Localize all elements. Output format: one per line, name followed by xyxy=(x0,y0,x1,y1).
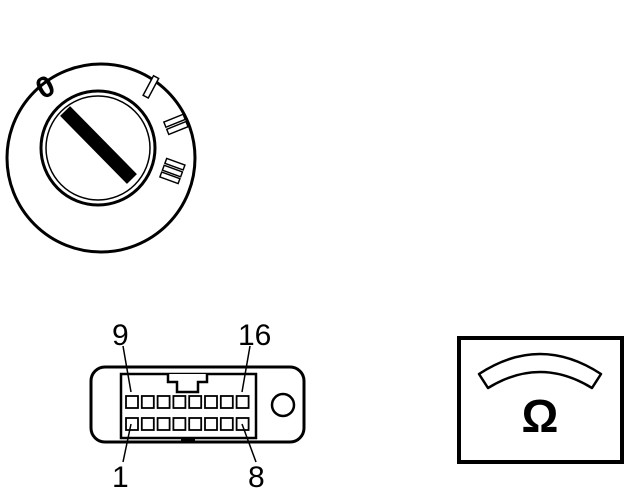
connector-latch-mark xyxy=(181,438,195,443)
connector-pin-cavity xyxy=(140,395,155,409)
pin-1-label: 1 xyxy=(112,461,129,494)
connector-pin-cavity xyxy=(219,395,234,409)
pin-16-label: 16 xyxy=(238,319,271,352)
ohmmeter: Ω xyxy=(457,336,624,464)
ohm-symbol-icon: Ω xyxy=(522,390,559,442)
connector-pin-cavity xyxy=(125,417,139,431)
pin-9-leader xyxy=(122,345,132,393)
pin-8-label: 8 xyxy=(248,461,265,494)
connector-pin-cavity xyxy=(219,417,234,431)
connector-pin-cavity xyxy=(188,395,203,409)
connector-pin-cavity xyxy=(125,395,139,409)
connector-pin-cavity xyxy=(172,395,187,409)
connector-mounting-hole xyxy=(270,392,296,418)
pin-1-leader xyxy=(122,423,132,463)
diagnostic-connector: 9 16 1 8 xyxy=(89,319,306,494)
ignition-key-slot-icon xyxy=(60,106,137,184)
connector-pin-cavity xyxy=(188,417,203,431)
connector-pin-cavity xyxy=(204,395,218,409)
ohmmeter-scale-arc xyxy=(477,352,603,390)
ignition-switch: 0 I II III xyxy=(5,62,197,254)
connector-pin-cavity xyxy=(204,417,218,431)
pin-16-leader xyxy=(241,345,251,393)
connector-pin-cavity xyxy=(172,417,187,431)
connector-pin-cavity xyxy=(235,395,250,409)
pin-9-label: 9 xyxy=(112,319,129,352)
connector-pin-cavity xyxy=(156,417,171,431)
connector-pin-cavity xyxy=(156,395,171,409)
connector-pin-cavity xyxy=(140,417,155,431)
pin-8-leader xyxy=(241,423,257,463)
connector-keying-tab xyxy=(166,374,209,394)
connector-pin-grid xyxy=(125,395,250,431)
